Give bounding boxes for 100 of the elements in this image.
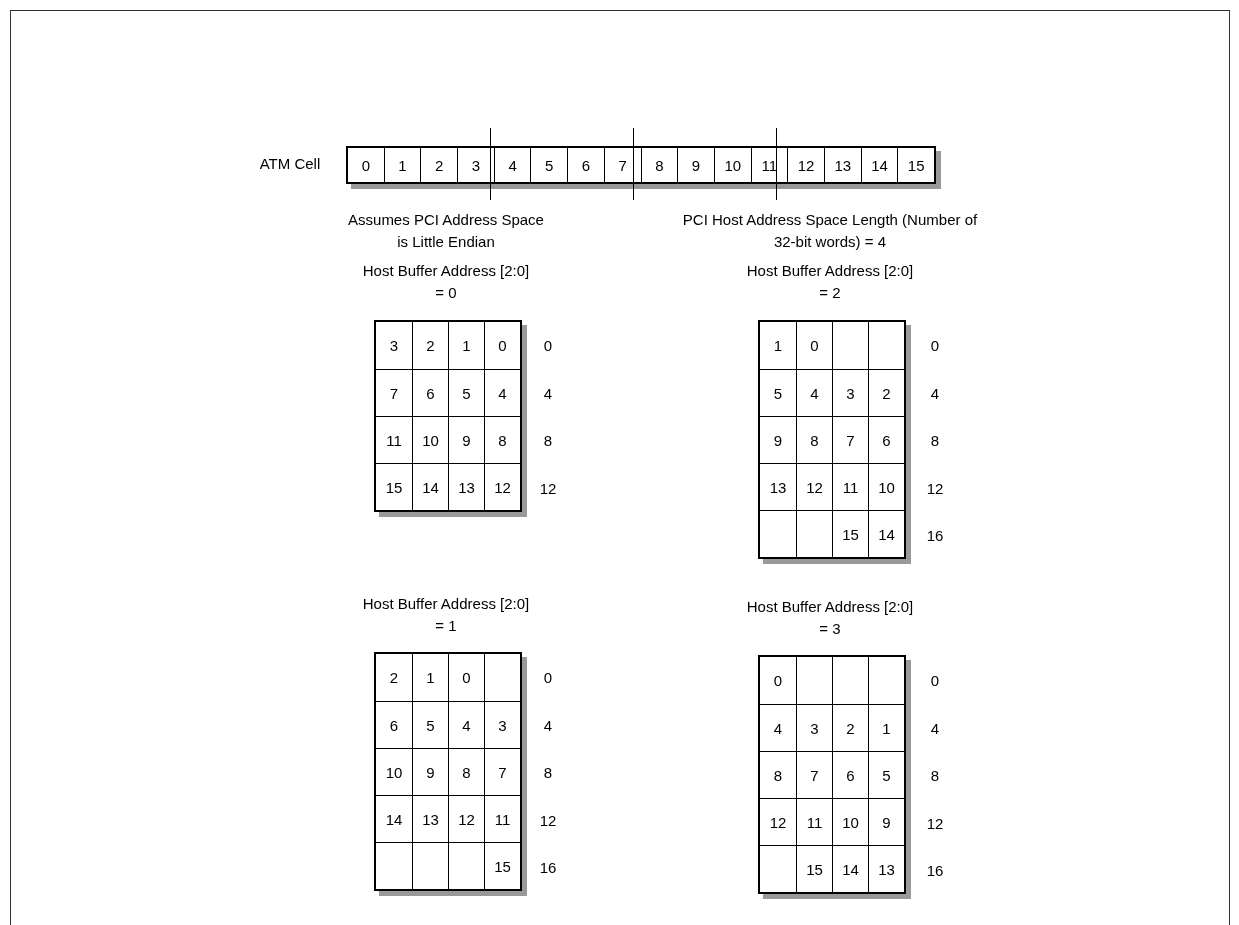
byte-cell: 14 [860, 148, 898, 182]
address-offset: 0 [930, 336, 940, 354]
byte-cell: 13 [868, 845, 904, 892]
byte-cell: 15 [832, 510, 868, 557]
table-heading: Host Buffer Address [2:0] = 0 [361, 261, 531, 303]
byte-cell: 15 [796, 845, 832, 892]
byte-cell: 1 [412, 654, 448, 701]
byte-cell: 8 [484, 416, 520, 463]
table-heading: Host Buffer Address [2:0] = 2 [745, 261, 915, 303]
byte-cell: 1 [383, 148, 421, 182]
byte-cell: 9 [760, 416, 796, 463]
byte-cell: 11 [796, 798, 832, 845]
byte-cell-text: 2 [388, 668, 400, 688]
byte-cell: 6 [868, 416, 904, 463]
byte-cell: 6 [832, 751, 868, 798]
byte-cell: 4 [796, 369, 832, 416]
address-offset: 4 [543, 384, 553, 401]
byte-cell-text: 3 [388, 336, 400, 356]
byte-cell: 7 [796, 751, 832, 798]
byte-cell: 5 [448, 369, 484, 416]
byte-cell: 0 [484, 322, 520, 369]
byte-cell-text: 0 [360, 155, 371, 176]
byte-cell: 2 [420, 148, 458, 182]
address-offset: 12 [926, 814, 944, 831]
address-offset: 0 [543, 668, 553, 686]
byte-cell: 4 [760, 704, 796, 751]
byte-cell: 13 [448, 463, 484, 510]
byte-cell: 5 [412, 701, 448, 748]
byte-cell: 2 [412, 322, 448, 369]
byte-cell: 5 [868, 751, 904, 798]
byte-cell: 9 [868, 798, 904, 845]
bar-caption: ATM Cell [259, 154, 321, 174]
byte-cell: 7 [484, 748, 520, 795]
byte-cell: 12 [484, 463, 520, 510]
byte-cell: 11 [376, 416, 412, 463]
byte-cell: 14 [832, 845, 868, 892]
byte-cell: 3 [484, 701, 520, 748]
byte-cell: 8 [640, 148, 678, 182]
byte-cell: 9 [677, 148, 714, 182]
address-offset: 4 [930, 719, 940, 736]
byte-cell: 12 [448, 795, 484, 842]
byte-cell: 15 [376, 463, 412, 510]
byte-cell: 1 [448, 322, 484, 369]
byte-cell: 11 [484, 795, 520, 842]
byte-cell: 9 [448, 416, 484, 463]
byte-cell: 5 [760, 369, 796, 416]
byte-cell: 12 [787, 148, 824, 182]
address-offset: 16 [539, 858, 557, 876]
byte-cell: 13 [823, 148, 861, 182]
note-text: Assumes PCI Address Space is Little Endian [347, 210, 545, 252]
table-heading: Host Buffer Address [2:0] = 1 [361, 594, 531, 636]
address-offset: 16 [926, 861, 944, 879]
address-offset: 8 [543, 431, 553, 449]
address-offset: 8 [930, 766, 940, 784]
address-offset: 8 [930, 431, 940, 449]
byte-cell: 7 [832, 416, 868, 463]
byte-cell: 6 [376, 701, 412, 748]
byte-cell: 4 [493, 148, 531, 182]
address-offset: 0 [543, 336, 553, 354]
byte-cell: 6 [412, 369, 448, 416]
byte-cell: 10 [713, 148, 751, 182]
note-text: PCI Host Address Space Length (Number of 32-bit words) = 4 [681, 210, 979, 252]
byte-cell: 6 [567, 148, 604, 182]
byte-cell: 8 [796, 416, 832, 463]
table-heading: Host Buffer Address [2:0] = 3 [745, 597, 915, 639]
address-offset: 8 [543, 763, 553, 781]
byte-cell: 4 [484, 369, 520, 416]
byte-cell: 10 [376, 748, 412, 795]
address-offset: 12 [539, 479, 557, 496]
byte-cell: 12 [796, 463, 832, 510]
byte-cell: 2 [832, 704, 868, 751]
address-offset: 12 [926, 479, 944, 496]
byte-cell: 15 [484, 842, 520, 889]
address-offset: 16 [926, 526, 944, 544]
byte-cell: 10 [832, 798, 868, 845]
address-offset: 12 [539, 811, 557, 828]
byte-cell: 12 [760, 798, 796, 845]
byte-cell: 1 [868, 704, 904, 751]
address-offset: 0 [930, 671, 940, 689]
byte-cell: 7 [376, 369, 412, 416]
byte-cell: 8 [448, 748, 484, 795]
byte-cell: 4 [448, 701, 484, 748]
byte-cell: 2 [868, 369, 904, 416]
byte-cell: 14 [412, 463, 448, 510]
byte-cell-text: 1 [772, 336, 784, 356]
byte-cell: 0 [448, 654, 484, 701]
byte-cell: 5 [530, 148, 568, 182]
byte-cell: 3 [796, 704, 832, 751]
byte-cell: 13 [412, 795, 448, 842]
byte-cell: 11 [832, 463, 868, 510]
byte-cell: 8 [760, 751, 796, 798]
byte-cell: 3 [832, 369, 868, 416]
byte-cell-text: 0 [772, 671, 784, 691]
address-offset: 4 [543, 716, 553, 733]
byte-cell: 9 [412, 748, 448, 795]
address-offset: 4 [930, 384, 940, 401]
byte-cell: 13 [760, 463, 796, 510]
byte-cell: 15 [897, 148, 934, 182]
byte-cell: 14 [868, 510, 904, 557]
byte-cell: 10 [412, 416, 448, 463]
